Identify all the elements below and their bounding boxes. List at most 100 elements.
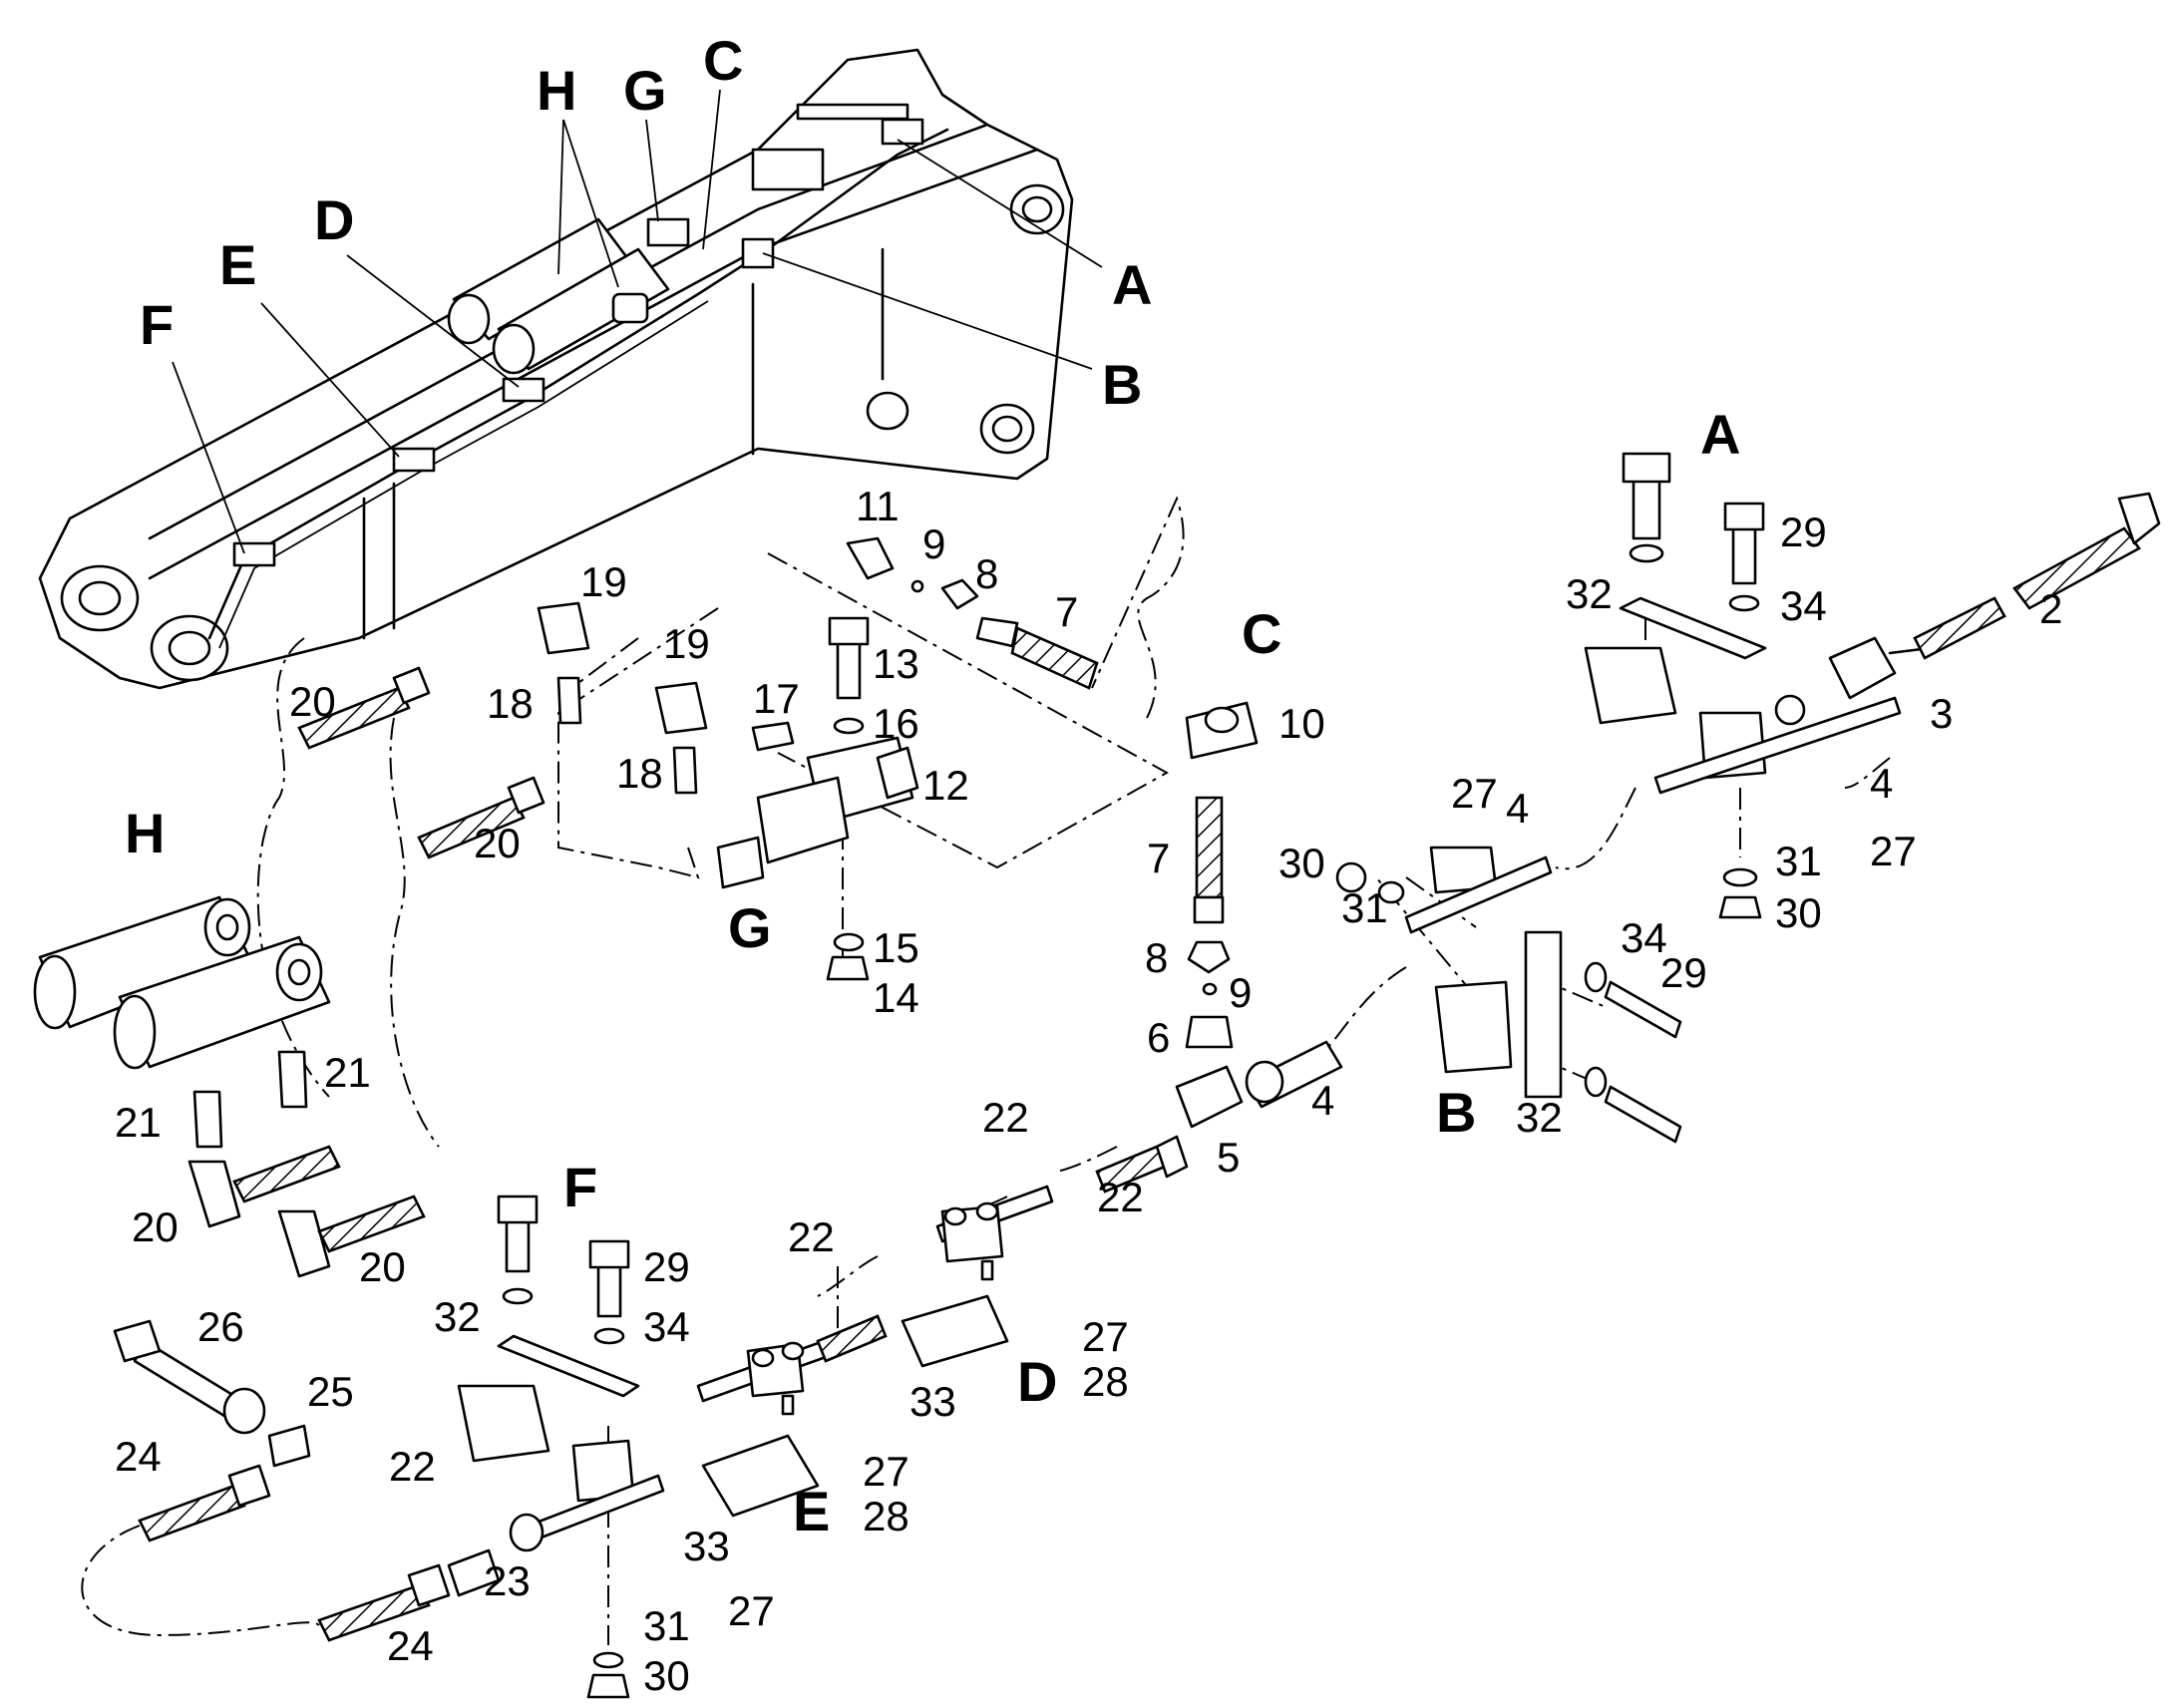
part-number: 21 bbox=[324, 1049, 371, 1096]
part-number: 22 bbox=[1097, 1174, 1144, 1220]
hose-2-b bbox=[2012, 526, 2141, 610]
part-number: 16 bbox=[873, 700, 919, 747]
boom-port-block bbox=[611, 292, 649, 324]
nut-8-a bbox=[940, 578, 979, 610]
nut-8-c bbox=[1187, 940, 1231, 974]
detail-letter-a: A bbox=[1700, 403, 1740, 466]
boom-clamp-a bbox=[881, 118, 924, 146]
part-number: 12 bbox=[922, 762, 969, 809]
part-number: 20 bbox=[289, 678, 336, 725]
washer-34-b2 bbox=[1584, 1066, 1608, 1098]
hose-24-a bbox=[317, 1583, 431, 1642]
part-number: 28 bbox=[1082, 1358, 1129, 1405]
boom-callout-b: B bbox=[1102, 353, 1142, 416]
nut-30-f bbox=[586, 1673, 630, 1699]
elbow-19-a bbox=[537, 601, 590, 655]
part-number: 18 bbox=[616, 750, 663, 797]
boom-callout-d: D bbox=[314, 188, 354, 251]
fitting-23 bbox=[447, 1548, 501, 1597]
part-number: 7 bbox=[1147, 835, 1170, 881]
part-number: 31 bbox=[1341, 884, 1388, 931]
detail-e bbox=[696, 1314, 888, 1518]
clamp-half-b bbox=[1434, 980, 1513, 1074]
washer-34-f2 bbox=[593, 1327, 625, 1345]
plate-32-b bbox=[1524, 930, 1563, 1099]
tube-4-a bbox=[1653, 696, 1902, 795]
detail-b bbox=[1335, 846, 1682, 1144]
part-number: 17 bbox=[753, 675, 800, 722]
washer-31-f bbox=[592, 1651, 624, 1669]
washer-31-b bbox=[1377, 880, 1405, 904]
part-number: 32 bbox=[1566, 570, 1613, 617]
detail-letter-d: D bbox=[1017, 1350, 1057, 1413]
part-number: 30 bbox=[1775, 889, 1822, 936]
detail-f bbox=[113, 1195, 665, 1699]
washer-34-f1 bbox=[502, 1287, 534, 1305]
part-number: 19 bbox=[663, 620, 710, 667]
bolt-head-2 bbox=[1723, 502, 1765, 531]
part-number: 14 bbox=[873, 974, 919, 1021]
boom-clamp-e bbox=[392, 447, 436, 473]
part-number: 22 bbox=[982, 1094, 1029, 1141]
part-number: 33 bbox=[909, 1378, 956, 1425]
washer-16 bbox=[833, 717, 865, 735]
fitting-18-b bbox=[672, 746, 698, 795]
fitting-18-a bbox=[556, 676, 582, 725]
elbow-20-c bbox=[187, 1160, 241, 1228]
washer-15 bbox=[833, 932, 865, 952]
boom-callout-g: G bbox=[623, 59, 667, 122]
part-number: 26 bbox=[197, 1303, 244, 1350]
detail-letter-g: G bbox=[728, 896, 772, 959]
nut-30-a bbox=[1718, 895, 1762, 919]
part-number: 21 bbox=[115, 1099, 162, 1146]
nut-14 bbox=[826, 955, 870, 981]
plate-33-e bbox=[701, 1434, 820, 1518]
hose-24-b bbox=[138, 1484, 246, 1542]
detail-letter-e: E bbox=[793, 1480, 830, 1542]
washer-34-b1 bbox=[1584, 961, 1608, 993]
washer-31-a bbox=[1722, 867, 1758, 887]
part-number: 33 bbox=[683, 1523, 730, 1569]
part-number: 7 bbox=[1055, 588, 1078, 635]
part-number: 27 bbox=[728, 1587, 775, 1634]
fitting-17 bbox=[751, 721, 795, 752]
hose-20-c bbox=[232, 1145, 341, 1203]
part-number: 9 bbox=[922, 520, 945, 567]
part-numbers: 2 3 4 4 4 5 6 7 7 8 8 9 9 10 11 12 13 14… bbox=[115, 483, 2062, 1699]
part-number: 8 bbox=[1145, 934, 1168, 981]
boom-callout-c: C bbox=[703, 29, 743, 92]
bolt-head-f2 bbox=[588, 1239, 630, 1269]
boom-callout-h: H bbox=[537, 59, 576, 122]
detail-g bbox=[716, 616, 919, 981]
part-number: 31 bbox=[643, 1602, 690, 1649]
washer-34-a2 bbox=[1728, 594, 1760, 612]
bolt-head bbox=[1622, 452, 1671, 484]
boom-clamp-f bbox=[232, 541, 276, 567]
part-number: 28 bbox=[863, 1493, 909, 1539]
boom-hose-route bbox=[207, 128, 949, 640]
detail-letters: A B C D E F G H bbox=[125, 403, 1740, 1542]
solenoid-a bbox=[756, 776, 850, 864]
clamp-half-f bbox=[457, 1384, 550, 1463]
part-number: 30 bbox=[643, 1652, 690, 1699]
hose-7-end bbox=[1193, 895, 1225, 924]
part-number: 4 bbox=[1870, 760, 1893, 807]
fitting-21-a bbox=[192, 1090, 223, 1149]
hose-2-a bbox=[1913, 596, 2006, 660]
part-number: 29 bbox=[1660, 949, 1707, 996]
part-number: 5 bbox=[1217, 1134, 1240, 1181]
detail-letter-c: C bbox=[1242, 602, 1281, 665]
boom-assembly bbox=[38, 48, 1074, 690]
part-number: 22 bbox=[788, 1213, 835, 1260]
hose-20-a bbox=[297, 686, 411, 750]
seal-9-c bbox=[1202, 982, 1218, 996]
hose-20-b bbox=[417, 796, 526, 859]
fitting-21-b bbox=[277, 1050, 308, 1109]
part-number: 24 bbox=[115, 1433, 162, 1480]
part-number: 2 bbox=[2039, 585, 2062, 632]
part-number: 24 bbox=[387, 1622, 434, 1669]
part-number: 13 bbox=[873, 640, 919, 687]
hose-22-e bbox=[816, 1314, 888, 1363]
detail-a bbox=[1584, 452, 2161, 919]
boom-mid-bracket bbox=[751, 148, 825, 191]
